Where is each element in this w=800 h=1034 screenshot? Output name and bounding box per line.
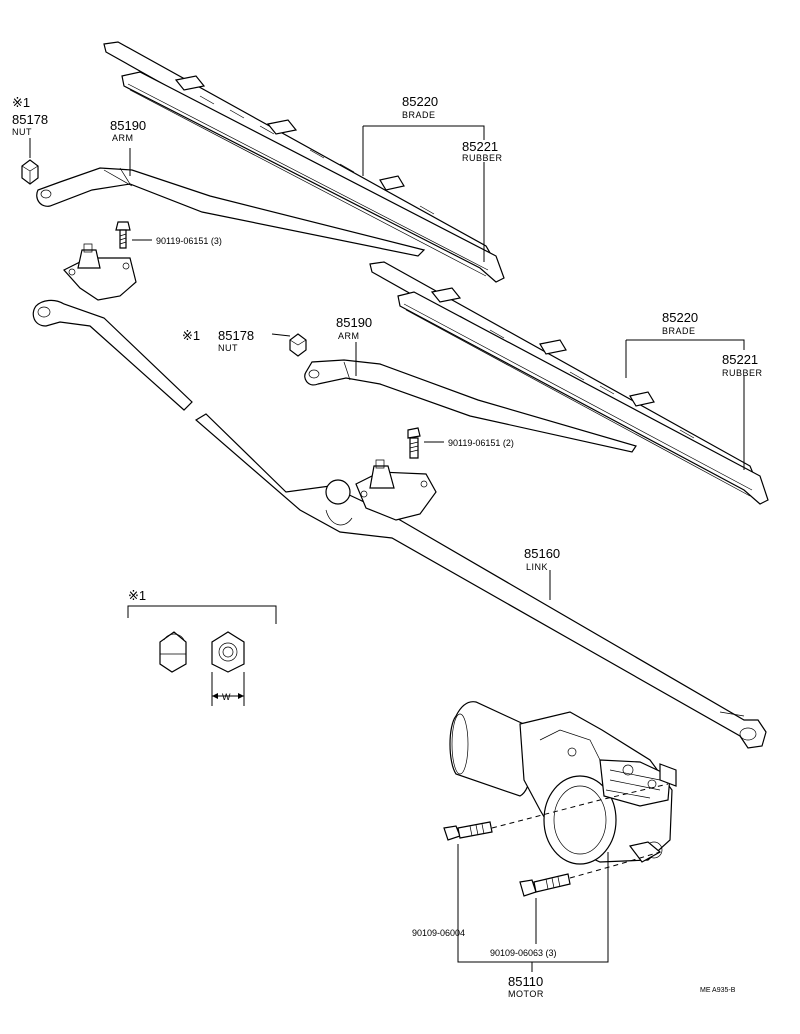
nut-mid-number: 85178 <box>218 328 254 343</box>
nut-mid-name: NUT <box>218 343 238 353</box>
arm-mid <box>304 359 637 453</box>
blade-mid <box>369 261 769 505</box>
nut-top-name: NUT <box>12 127 32 137</box>
inset-mark: ※1 <box>128 588 146 603</box>
pivot-top <box>63 243 137 301</box>
rubber-mid-number: 85221 <box>722 352 758 367</box>
nut-top <box>21 159 39 185</box>
bolt-motor-a <box>443 821 493 841</box>
bolt-mid-code: 90119-06151 (2) <box>448 438 514 448</box>
link-rod <box>32 299 767 749</box>
link-name: LINK <box>526 562 548 572</box>
rubber-top-number: 85221 <box>462 139 498 154</box>
pivot-mid <box>325 459 437 526</box>
arm-top-name: ARM <box>112 133 134 143</box>
bolt-motor-b <box>519 873 571 897</box>
inset-dimension: W <box>222 692 231 702</box>
rubber-mid-name: RUBBER <box>722 368 763 378</box>
leader-lines <box>29 125 745 972</box>
motor <box>449 701 677 865</box>
nut-mid <box>289 333 307 357</box>
nut-mid-mark: ※1 <box>182 328 200 343</box>
arm-top <box>36 167 426 257</box>
bolt-motor-b-code: 90109-06063 (3) <box>490 948 557 958</box>
bolt-top-code: 90119-06151 (3) <box>156 236 222 246</box>
arm-mid-name: ARM <box>338 331 360 341</box>
motor-name: MOTOR <box>508 989 544 999</box>
rubber-top-name: RUBBER <box>462 153 503 163</box>
arm-top-number: 85190 <box>110 118 146 133</box>
blade-top <box>103 41 505 283</box>
blade-top-name: BRADE <box>402 110 436 120</box>
blade-mid-number: 85220 <box>662 310 698 325</box>
link-number: 85160 <box>524 546 560 561</box>
bolt-top <box>115 221 131 249</box>
diagram-code: ME A935-B <box>700 987 736 994</box>
motor-number: 85110 <box>508 974 543 989</box>
arm-mid-number: 85190 <box>336 315 372 330</box>
blade-mid-name: BRADE <box>662 326 696 336</box>
nut-top-mark: ※1 <box>12 95 30 110</box>
nut-top-number: 85178 <box>12 112 48 127</box>
bolt-mid <box>407 427 421 459</box>
bolt-motor-a-code: 90109-06004 <box>412 928 465 938</box>
blade-top-number: 85220 <box>402 94 438 109</box>
inset-nuts <box>127 605 277 706</box>
